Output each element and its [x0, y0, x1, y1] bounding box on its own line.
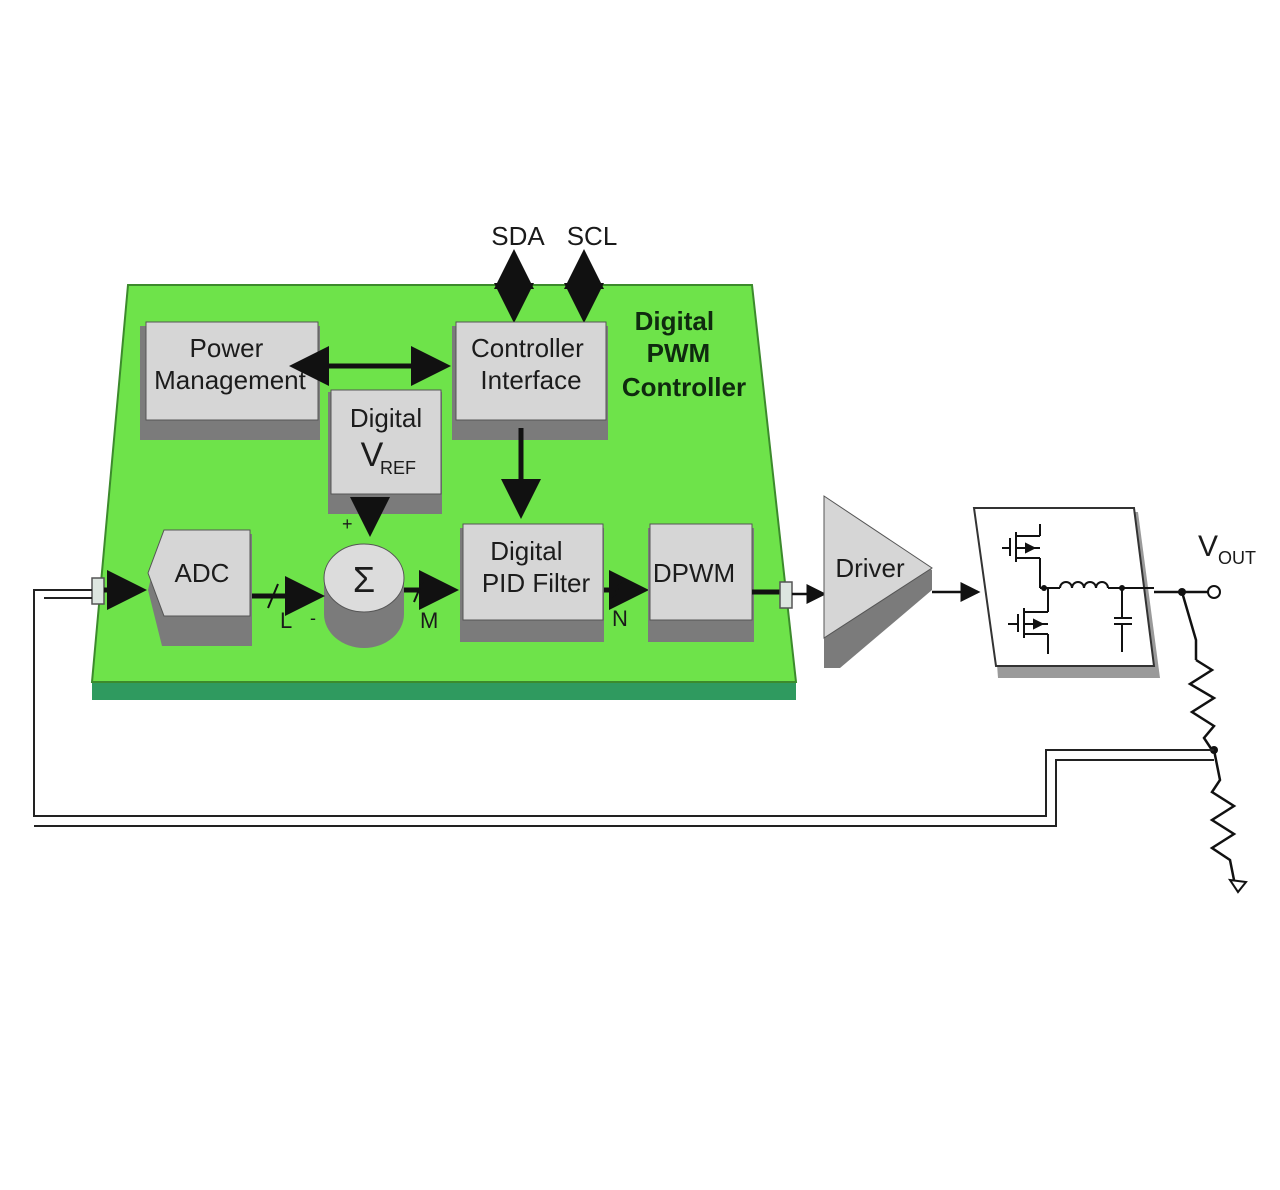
- vout-label: V: [1198, 530, 1218, 563]
- low-side-mosfet-icon: [1008, 588, 1049, 654]
- capacitor-icon: [1114, 588, 1132, 652]
- dpwm-block: DPWM: [648, 523, 754, 642]
- sda-label: SDA: [491, 221, 545, 251]
- plus-sign: +: [342, 514, 353, 534]
- svg-text:Controller Interface: Controller Interface: [471, 333, 591, 395]
- vout-subscript: OUT: [1218, 548, 1256, 568]
- high-side-mosfet-icon: [1002, 524, 1041, 588]
- svg-text:Driver: Driver: [835, 553, 905, 583]
- power-stage-block: [972, 507, 1160, 678]
- svg-text:Digital PID Filter: Digital PID Filter: [482, 536, 591, 598]
- output-pin: [779, 581, 793, 609]
- svg-text:DPWM: DPWM: [653, 558, 735, 588]
- scl-pin: [577, 265, 591, 283]
- svg-text:V: V: [361, 436, 384, 474]
- driver-block: Driver: [823, 495, 933, 668]
- power-management-block: Power Management: [140, 321, 320, 440]
- bus-slash-l: [267, 583, 279, 609]
- svg-text:Digital: Digital: [350, 403, 422, 433]
- lower-resistor-icon: [1209, 749, 1237, 881]
- digital-vref-block: Digital V REF: [328, 389, 442, 514]
- adc-block: ADC: [147, 529, 252, 646]
- summer-block: Σ: [323, 543, 405, 648]
- ground-icon: [1227, 878, 1248, 894]
- board-title: Digital PWM Controller: [622, 306, 746, 402]
- feedback-path: [33, 589, 1214, 827]
- bus-label-m: M: [420, 608, 438, 633]
- svg-text:Power Management: Power Management: [154, 333, 307, 395]
- inductor-icon: [1059, 581, 1109, 589]
- bus-slash-n: [611, 577, 623, 603]
- divider-top-wire: [1180, 591, 1198, 660]
- minus-sign: -: [310, 608, 316, 628]
- bus-label-n: N: [612, 606, 628, 631]
- controller-interface-block: Controller Interface: [452, 321, 608, 440]
- svg-text:ADC: ADC: [175, 558, 230, 588]
- svg-text:Σ: Σ: [353, 559, 375, 600]
- input-pin: [91, 577, 105, 605]
- vout-terminal: [1207, 585, 1221, 599]
- svg-text:REF: REF: [380, 458, 416, 478]
- pid-filter-block: Digital PID Filter: [460, 523, 604, 642]
- bus-slash-m: [413, 577, 425, 603]
- upper-resistor-icon: [1187, 658, 1217, 751]
- bus-label-l: L: [280, 608, 292, 633]
- sda-pin: [507, 265, 521, 283]
- scl-label: SCL: [567, 221, 618, 251]
